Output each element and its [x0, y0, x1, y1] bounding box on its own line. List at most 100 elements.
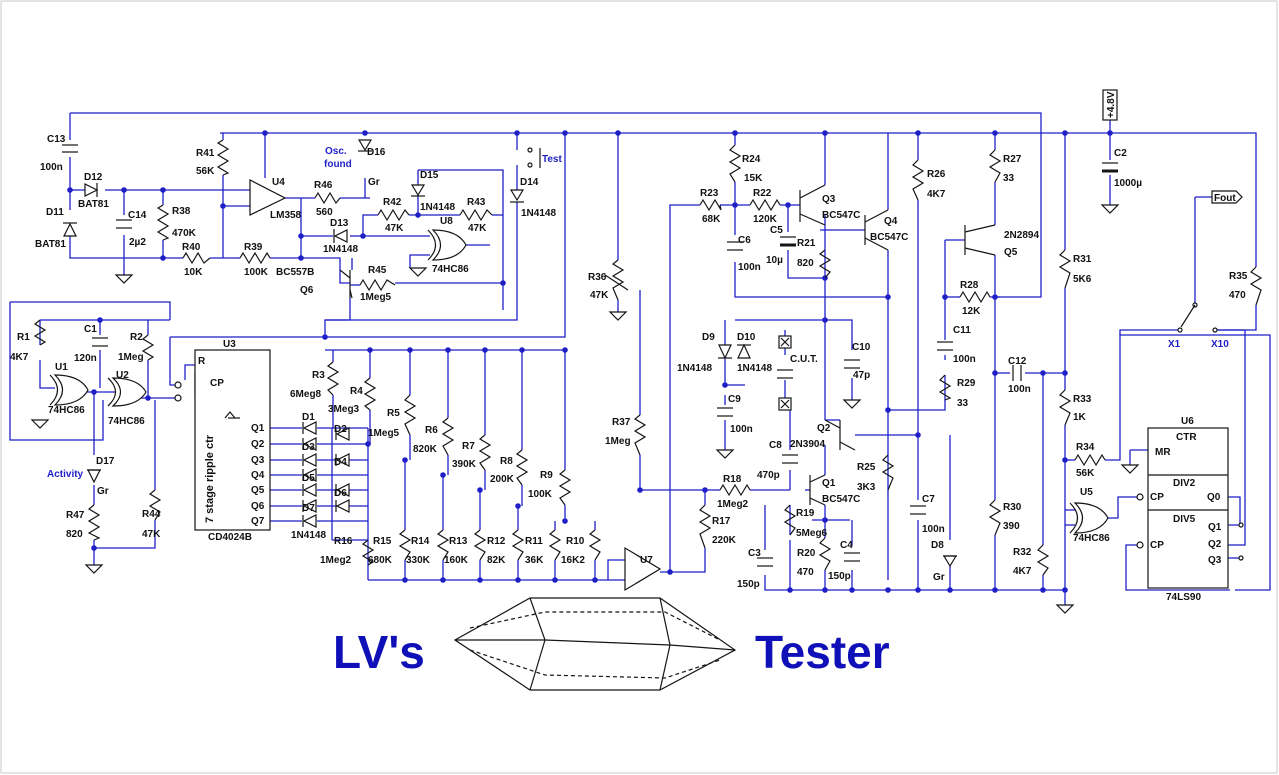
u7-label: U7: [640, 555, 653, 566]
d5-ref: D5: [302, 473, 315, 484]
q6-ref: Q6: [300, 285, 314, 296]
r31-val: 5K6: [1073, 274, 1092, 285]
c14-val: 2µ2: [129, 237, 146, 248]
r18-val: 1Meg2: [717, 499, 749, 510]
d8-ref: D8: [931, 540, 944, 551]
r12-ref: R12: [487, 536, 506, 547]
u6-label: U6: [1181, 416, 1194, 427]
q2-ref: Q2: [817, 423, 831, 434]
x1-note: X1: [1168, 339, 1181, 350]
c2-val: 1000µ: [1114, 178, 1142, 189]
u6-q3: Q3: [1208, 555, 1222, 566]
r3-ref: R3: [312, 370, 325, 381]
title-left: LV's: [333, 626, 425, 678]
d10-ref: D10: [737, 332, 756, 343]
d16-ref: D16: [367, 147, 386, 158]
r15-ref: R15: [373, 536, 392, 547]
u4-label: U4: [272, 177, 285, 188]
q2-val: 2N3904: [790, 439, 825, 450]
r2-ref: R2: [130, 332, 143, 343]
r21-ref: R21: [797, 238, 816, 249]
r28-val: 12K: [962, 306, 981, 317]
u3-q7: Q7: [251, 516, 265, 527]
c5-val: 10µ: [766, 255, 783, 266]
u2-type: 74HC86: [108, 416, 145, 427]
r12-val: 82K: [487, 555, 506, 566]
r35-ref: R35: [1229, 271, 1248, 282]
c10-val: 47p: [853, 370, 870, 381]
u3-q6: Q6: [251, 501, 265, 512]
r46-ref: R46: [314, 180, 333, 191]
d15-val: 1N4148: [420, 202, 455, 213]
d3-ref: D3: [302, 442, 315, 453]
r42-val: 47K: [385, 223, 404, 234]
u3-q4: Q4: [251, 470, 265, 481]
r37-ref: R37: [612, 417, 631, 428]
r43-val: 47K: [468, 223, 487, 234]
r7-ref: R7: [462, 441, 475, 452]
d6-ref: D6: [334, 488, 347, 499]
c7-val: 100n: [922, 524, 945, 535]
r44-val: 47K: [142, 529, 161, 540]
r22-val: 120K: [753, 214, 778, 225]
r8-val: 200K: [490, 474, 515, 485]
r47-ref: R47: [66, 510, 85, 521]
r20-ref: R20: [797, 548, 816, 559]
u6-div5: DIV5: [1173, 514, 1196, 525]
r1-ref: R1: [17, 332, 30, 343]
r38-val: 470K: [172, 228, 197, 239]
r17-val: 220K: [712, 535, 737, 546]
crystal-illustration: [453, 597, 737, 691]
r2-val: 1Meg: [118, 352, 144, 363]
c10-ref: C10: [852, 342, 871, 353]
d11-ref: D11: [46, 207, 64, 218]
u6-div2: DIV2: [1173, 478, 1196, 489]
r13-val: 160K: [444, 555, 469, 566]
r39-ref: R39: [244, 242, 263, 253]
r18-ref: R18: [723, 474, 742, 485]
r41-ref: R41: [196, 148, 215, 159]
r10-ref: R10: [566, 536, 585, 547]
u8-label: U8: [440, 216, 453, 227]
transistors: [339, 184, 996, 506]
c14-ref: C14: [128, 210, 147, 221]
u3-label: U3: [223, 339, 236, 350]
u1-label: U1: [55, 362, 68, 373]
c6-ref: C6: [738, 235, 751, 246]
activity-note: Activity: [47, 469, 84, 480]
q5-val: 2N2894: [1004, 230, 1039, 241]
cut-note: C.U.T.: [790, 354, 818, 365]
c12-val: 100n: [1008, 384, 1031, 395]
c4-ref: C4: [840, 540, 853, 551]
r29-ref: R29: [957, 378, 976, 389]
d8-val: Gr: [933, 572, 945, 583]
c11-val: 100n: [953, 354, 976, 365]
u6-q2: Q2: [1208, 539, 1222, 550]
r27-ref: R27: [1003, 154, 1022, 165]
r10-val: 16K2: [561, 555, 585, 566]
r24-ref: R24: [742, 154, 761, 165]
c5-ref: C5: [770, 225, 783, 236]
r36-ref: R36: [588, 272, 607, 283]
r25-val: 3K3: [857, 482, 876, 493]
d7-ref: D7: [302, 503, 315, 514]
r1-val: 4K7: [10, 352, 29, 363]
r6-val: 820K: [413, 444, 438, 455]
r23-val: 68K: [702, 214, 721, 225]
r24-val: 15K: [744, 173, 763, 184]
r14-ref: R14: [411, 536, 430, 547]
d9-val: 1N4148: [677, 363, 712, 374]
r33-val: 1K: [1073, 412, 1087, 423]
u8-type: 74HC86: [432, 264, 469, 275]
u5-type: 74HC86: [1073, 533, 1110, 544]
c1-val: 120n: [74, 353, 97, 364]
r3-val: 6Meg8: [290, 389, 322, 400]
d2-ref: D2: [334, 424, 347, 435]
r26-ref: R26: [927, 169, 946, 180]
r32-val: 4K7: [1013, 566, 1032, 577]
r45-ref: R45: [368, 265, 387, 276]
supply-label: +4.8V: [1106, 91, 1117, 118]
u6-cp1: CP: [1150, 492, 1164, 503]
r27-val: 33: [1003, 173, 1015, 184]
u3-q1: Q1: [251, 423, 265, 434]
